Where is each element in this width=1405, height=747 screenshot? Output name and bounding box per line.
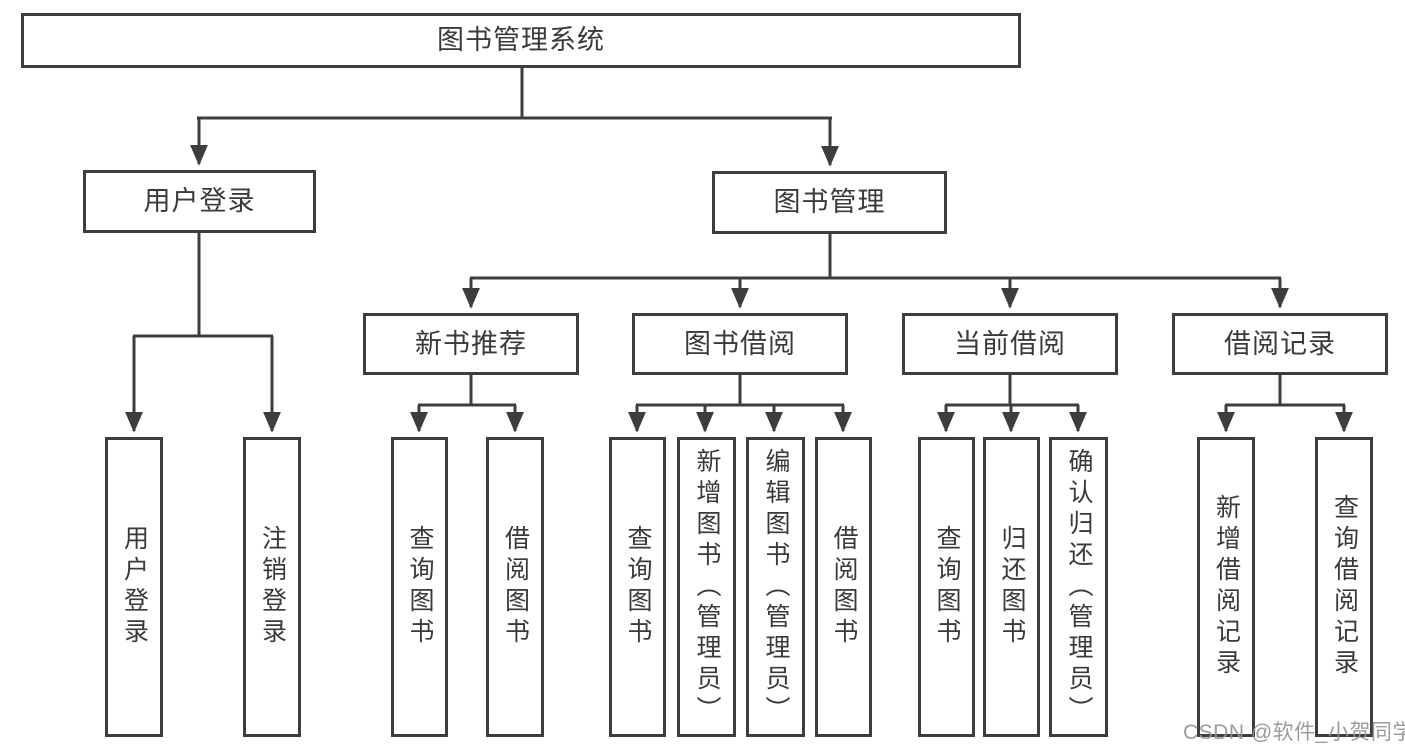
node-box-book-borrow: 图书借阅 [632, 313, 848, 375]
leaf-label-query-borrow-record: 查询借阅记录 [1330, 494, 1359, 680]
node-label-current-borrow: 当前借阅 [954, 328, 1066, 359]
leaf-query-books-borrow: 查询图书 [609, 437, 666, 737]
node-label-root: 图书管理系统 [437, 25, 605, 55]
node-box-borrow-records: 借阅记录 [1172, 313, 1388, 375]
leaf-logout-login: 注销登录 [243, 437, 301, 737]
csdn-watermark: CSDN @软件_小贺同学 [1183, 721, 1405, 744]
leaf-user-login: 用户登录 [105, 437, 163, 737]
leaf-label-edit-books-admin: 编辑图书（管理员） [762, 447, 790, 727]
leaf-add-borrow-record: 新增借阅记录 [1197, 437, 1255, 737]
leaf-label-confirm-return-admin: 确认归还（管理员） [1065, 447, 1093, 727]
leaf-label-query-books-borrow: 查询图书 [624, 525, 652, 649]
leaf-borrow-books-borrow: 借阅图书 [815, 437, 872, 737]
leaf-label-add-borrow-record: 新增借阅记录 [1212, 494, 1241, 680]
leaf-label-add-books-admin: 新增图书（管理员） [693, 447, 721, 727]
leaf-label-borrow-books-recommend: 借阅图书 [501, 525, 530, 649]
leaf-label-query-books-current: 查询图书 [933, 525, 961, 649]
leaf-edit-books-admin: 编辑图书（管理员） [746, 437, 805, 737]
node-box-root: 图书管理系统 [21, 13, 1021, 68]
node-box-current-borrow: 当前借阅 [902, 313, 1118, 375]
node-label-borrow-records: 借阅记录 [1224, 328, 1336, 359]
leaf-return-books: 归还图书 [983, 437, 1040, 737]
node-box-new-book-recommend: 新书推荐 [363, 313, 579, 375]
node-box-user-login: 用户登录 [83, 170, 316, 233]
connector-book-management [462, 234, 1289, 309]
connector-book-borrow [628, 375, 852, 433]
node-label-new-book-recommend: 新书推荐 [415, 328, 527, 359]
node-label-user-login: 用户登录 [143, 186, 256, 216]
leaf-label-query-books-recommend: 查询图书 [406, 525, 434, 649]
connector-borrow-records [1217, 375, 1353, 433]
connector-new-book [410, 375, 524, 433]
leaf-confirm-return-admin: 确认归还（管理员） [1049, 437, 1108, 737]
leaf-add-books-admin: 新增图书（管理员） [677, 437, 736, 737]
connector-user-login [125, 233, 281, 433]
leaf-label-user-login: 用户登录 [120, 525, 149, 649]
leaf-borrow-books-recommend: 借阅图书 [486, 437, 544, 737]
node-label-book-borrow: 图书借阅 [684, 328, 796, 359]
node-label-book-management: 图书管理 [773, 187, 886, 217]
leaf-query-books-current: 查询图书 [918, 437, 975, 737]
leaf-label-logout-login: 注销登录 [258, 525, 287, 649]
leaf-label-borrow-books-borrow: 借阅图书 [830, 525, 858, 649]
node-box-book-management: 图书管理 [712, 171, 947, 234]
leaf-query-books-recommend: 查询图书 [391, 437, 448, 737]
connector-current-borrow [937, 375, 1087, 433]
leaf-label-return-books: 归还图书 [998, 525, 1026, 649]
connector-root [190, 68, 839, 167]
leaf-query-borrow-record: 查询借阅记录 [1315, 437, 1373, 737]
